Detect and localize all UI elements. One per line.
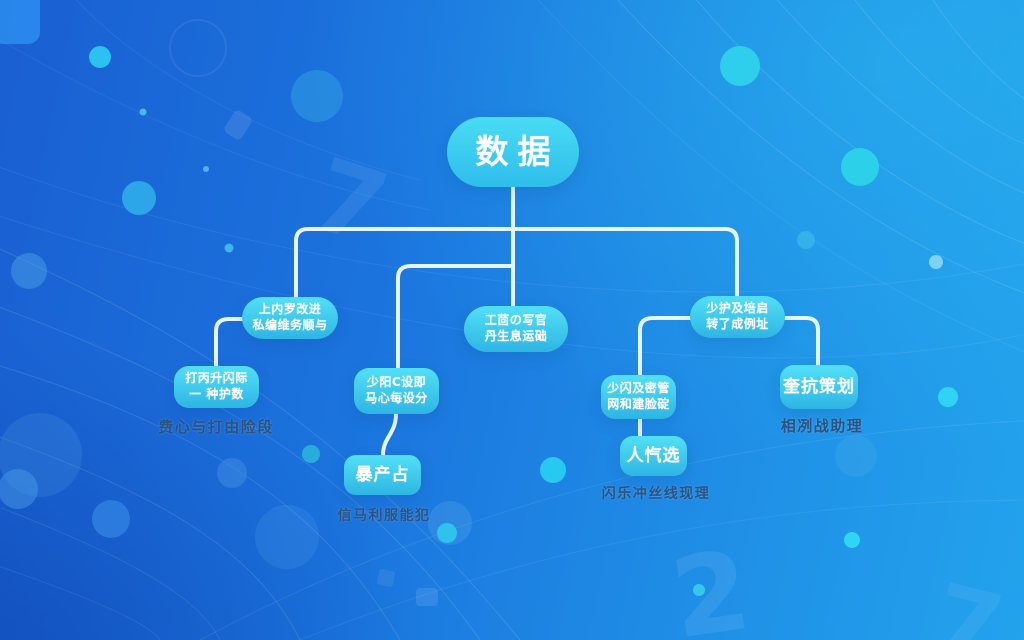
- connector-main-bar: [294, 227, 739, 297]
- flow-node-right-lower: 人忾选: [620, 436, 687, 476]
- node-text: 私编维务顺与: [252, 318, 328, 332]
- flow-node-far-left: 打丙升闪际 一 种护数: [174, 366, 259, 408]
- connector-right-right-branch: [784, 316, 820, 365]
- node-text: 少护及培启: [706, 301, 769, 316]
- node-text: 丹生息运础: [484, 329, 548, 343]
- svg-text:2: 2: [664, 526, 758, 640]
- node-text: 打丙升闪际: [185, 371, 248, 386]
- connector-left-branch: [214, 317, 243, 366]
- node-text: 暴产占: [355, 464, 410, 485]
- flow-node-l2-left: 上内罗改进 私编维务顺与: [242, 297, 338, 339]
- flow-node-far-right: 奎抗策划: [780, 365, 858, 409]
- node-text: 转了成例址: [706, 317, 769, 331]
- caption-right: 闪乐冲丝线现理: [601, 486, 711, 502]
- node-text: 少闪及密管: [607, 381, 670, 396]
- node-text: 人忾选: [626, 445, 681, 466]
- flow-node-l2-center: 工茴の写官 丹生息运础: [464, 306, 568, 352]
- caption-far-right: 相冽战助理: [780, 417, 864, 435]
- node-text: 少阳C设即: [366, 375, 427, 390]
- node-text: 网和建脸碇: [607, 397, 670, 411]
- node-text: 奎抗策划: [783, 376, 855, 397]
- caption-far-left: 费心与打由险段: [158, 418, 274, 436]
- node-text: 一 种护数: [189, 387, 244, 401]
- flow-node-right-upper: 少闪及密管 网和建脸碇: [601, 375, 676, 419]
- flow-node-root: 数据: [447, 117, 579, 187]
- node-text: 工茴の写官: [484, 313, 548, 328]
- connector-mid-drop: [381, 413, 398, 456]
- flow-node-l2-right: 少护及培启 转了成例址: [690, 296, 785, 338]
- node-root-label: 数据: [475, 131, 560, 171]
- connector-right-left-branch: [638, 316, 691, 375]
- bokeh-circles: [0, 46, 958, 596]
- corner-square-shape: [0, 0, 40, 44]
- flow-node-mid: 少阳C设即 马心每设分: [354, 368, 439, 414]
- caption-bottom-mid: 信马利服能犯: [337, 508, 431, 524]
- node-text: 马心每设分: [365, 391, 428, 405]
- flow-node-bottom-mid: 暴产占: [344, 455, 421, 495]
- node-text: 上内罗改进: [258, 302, 322, 317]
- connector-center-branch: [396, 264, 513, 368]
